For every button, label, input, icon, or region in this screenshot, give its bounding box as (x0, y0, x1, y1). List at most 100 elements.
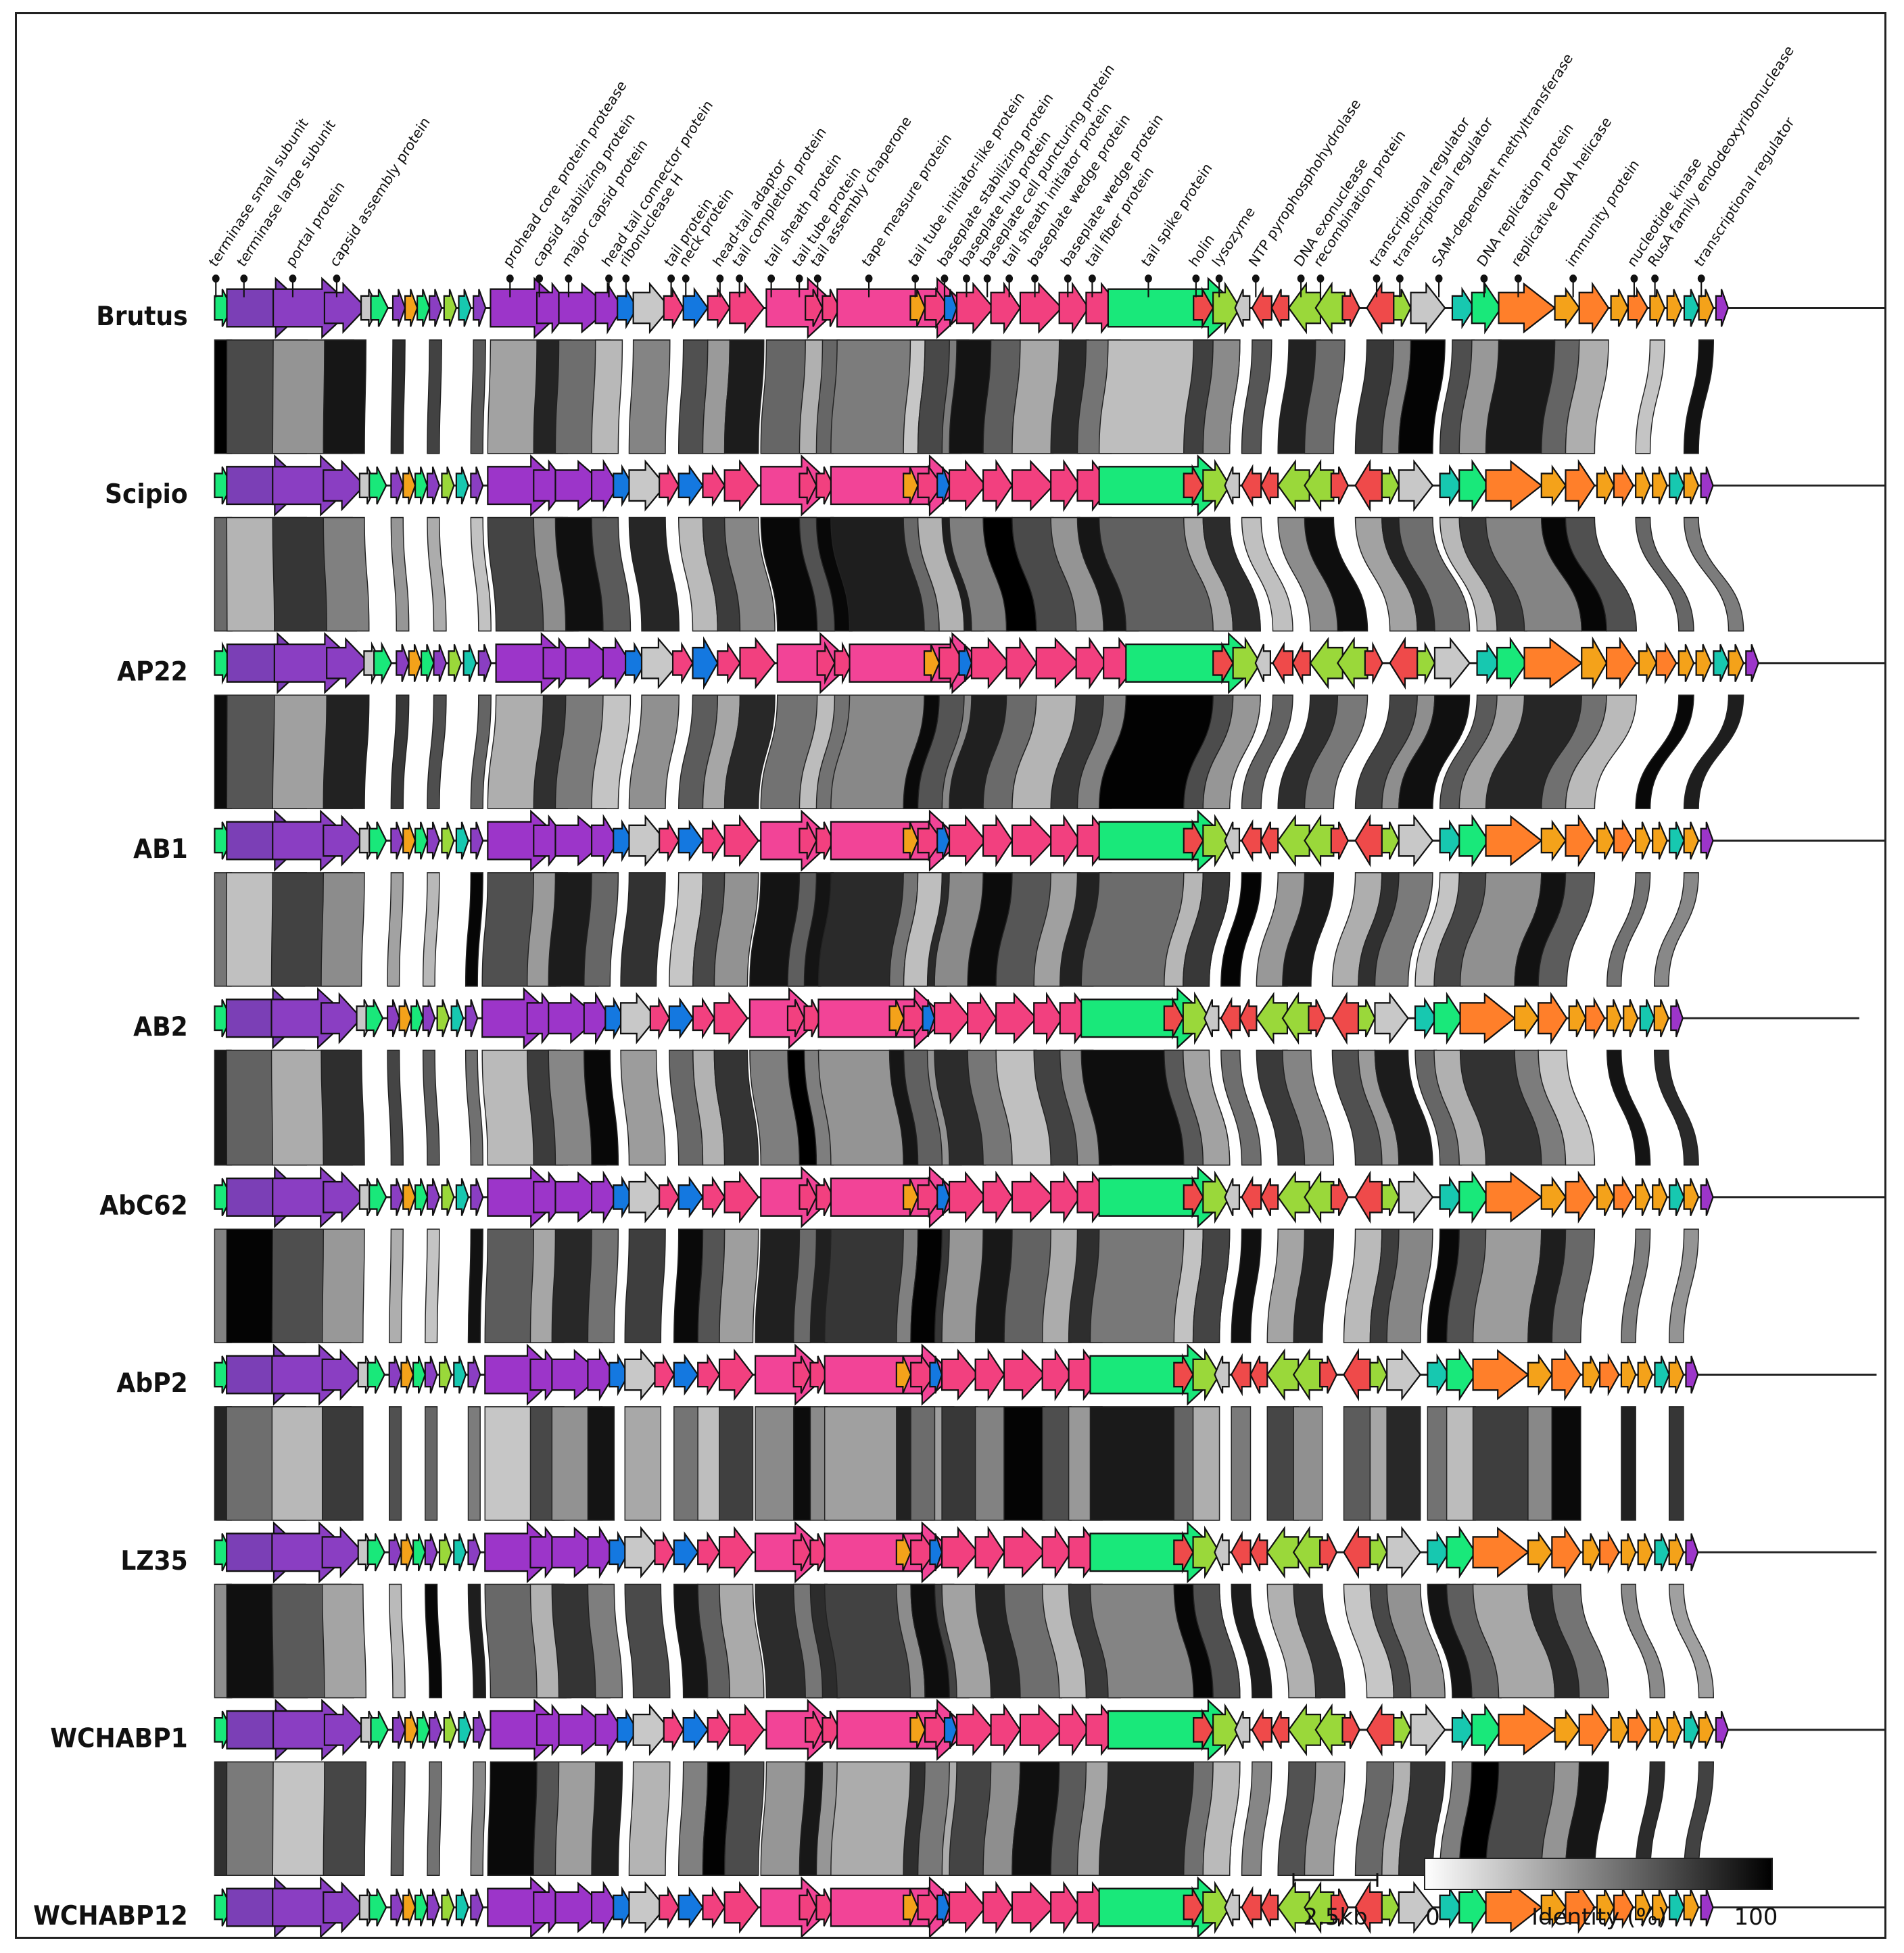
gene-arrow (903, 466, 919, 505)
gene-arrow (948, 814, 987, 867)
synteny-link (624, 1406, 662, 1521)
gene-arrow (1050, 814, 1081, 867)
synteny-link (673, 1406, 698, 1521)
gene-arrow (903, 997, 928, 1040)
annotation-dot (1215, 274, 1223, 283)
gene-arrow (1354, 1881, 1383, 1935)
synteny-link (1551, 1406, 1581, 1521)
gene-arrow (433, 644, 448, 682)
synteny-link (470, 1761, 486, 1876)
gene-arrow (1354, 814, 1383, 867)
gene-arrow (387, 999, 400, 1038)
gene-arrow (663, 1708, 684, 1752)
synteny-link (387, 872, 404, 987)
synteny-link (1202, 1761, 1241, 1876)
synteny-link (792, 1583, 824, 1699)
synteny-link (387, 1049, 404, 1166)
gene-arrow (663, 286, 684, 330)
gene-arrow (1613, 819, 1634, 863)
synteny-link (1606, 872, 1651, 987)
synteny-link (799, 339, 824, 454)
gene-arrow (404, 1710, 419, 1749)
gene-arrow (368, 1178, 387, 1217)
gene-arrow (1202, 1170, 1231, 1224)
gene-arrow (1041, 1348, 1072, 1401)
scale-bar-label: 2.5kb (1303, 1904, 1367, 1931)
gene-arrow (402, 1888, 416, 1927)
synteny-link (1241, 339, 1272, 454)
gene-arrow (1540, 1176, 1567, 1218)
gene-arrow (1291, 641, 1311, 685)
gene-arrow (702, 1886, 725, 1929)
gene-arrow (765, 276, 841, 339)
gene-arrow (1354, 1170, 1383, 1224)
synteny-link (323, 1761, 367, 1876)
gene-arrow (1386, 1526, 1422, 1579)
gene-arrow (594, 1703, 623, 1757)
synteny-link (723, 1761, 765, 1876)
identity-min-label: 0 (1425, 1904, 1440, 1931)
gene-arrow (1304, 458, 1335, 512)
synteny-link (1565, 339, 1609, 454)
gene-arrow (1341, 289, 1360, 327)
synteny-link (425, 1228, 440, 1343)
synteny-link (591, 694, 632, 809)
gene-arrow (1398, 814, 1434, 867)
gene-arrow (1041, 1525, 1072, 1579)
gene-arrow (924, 287, 951, 329)
gene-arrow (970, 637, 1010, 690)
gene-arrow (1683, 1888, 1700, 1927)
gene-arrow (1287, 281, 1322, 335)
synteny-link (1202, 694, 1261, 809)
gene-arrow (1551, 1348, 1582, 1401)
genome-comparison-diagram: BrutusScipioAP22AB1AB2AbC62AbP2LZ35WCHAB… (33, 43, 1884, 1937)
gene-arrow (613, 1176, 634, 1219)
synteny-link (917, 339, 950, 454)
gene-arrow (1354, 458, 1383, 512)
synteny-link (467, 1406, 481, 1521)
gene-arrow (692, 996, 715, 1040)
synteny-link (719, 1583, 765, 1699)
identity-max-label: 100 (1734, 1904, 1778, 1931)
synteny-link (1683, 694, 1744, 809)
gene-arrow (1033, 991, 1064, 1045)
synteny-link (719, 1228, 759, 1343)
gene-arrow (765, 1698, 841, 1761)
gene-arrow (455, 1178, 469, 1216)
gene-arrow (1266, 1348, 1300, 1401)
gene-arrow (673, 1531, 699, 1574)
gene-arrow (815, 1178, 834, 1217)
gene-arrow (1202, 1881, 1231, 1935)
synteny-link (427, 1761, 442, 1876)
gene-arrow (408, 644, 423, 682)
synteny-link (620, 872, 666, 987)
gene-arrow (903, 1178, 919, 1217)
gene-arrow (941, 1526, 979, 1578)
gene-arrow (323, 459, 366, 512)
gene-arrow (936, 466, 951, 505)
annotation-dot (1297, 274, 1305, 283)
synteny-link (465, 872, 483, 987)
gene-arrow (659, 464, 680, 507)
gene-arrow (929, 1355, 943, 1394)
gene-arrow (470, 821, 484, 860)
synteny-link (1621, 1583, 1665, 1699)
gene-arrow (1439, 464, 1463, 507)
gene-arrow (450, 999, 465, 1038)
synteny-link (1183, 872, 1231, 987)
gene-arrow (624, 1526, 662, 1578)
synteny-link (389, 1406, 402, 1521)
gene-arrow (1250, 1533, 1268, 1572)
synteny-link (628, 694, 680, 809)
synteny-link (323, 694, 370, 809)
gene-arrow (1192, 1348, 1220, 1402)
synteny-link (1551, 1583, 1609, 1699)
synteny-link (719, 1406, 754, 1521)
synteny-link (1304, 339, 1346, 454)
gene-arrow (602, 636, 632, 690)
identity-title: Identity (%) (1531, 1904, 1667, 1931)
annotation-dot (736, 274, 744, 283)
gene-arrow (366, 1355, 385, 1394)
gene-arrow (1523, 637, 1584, 689)
gene-arrow (1204, 999, 1220, 1038)
